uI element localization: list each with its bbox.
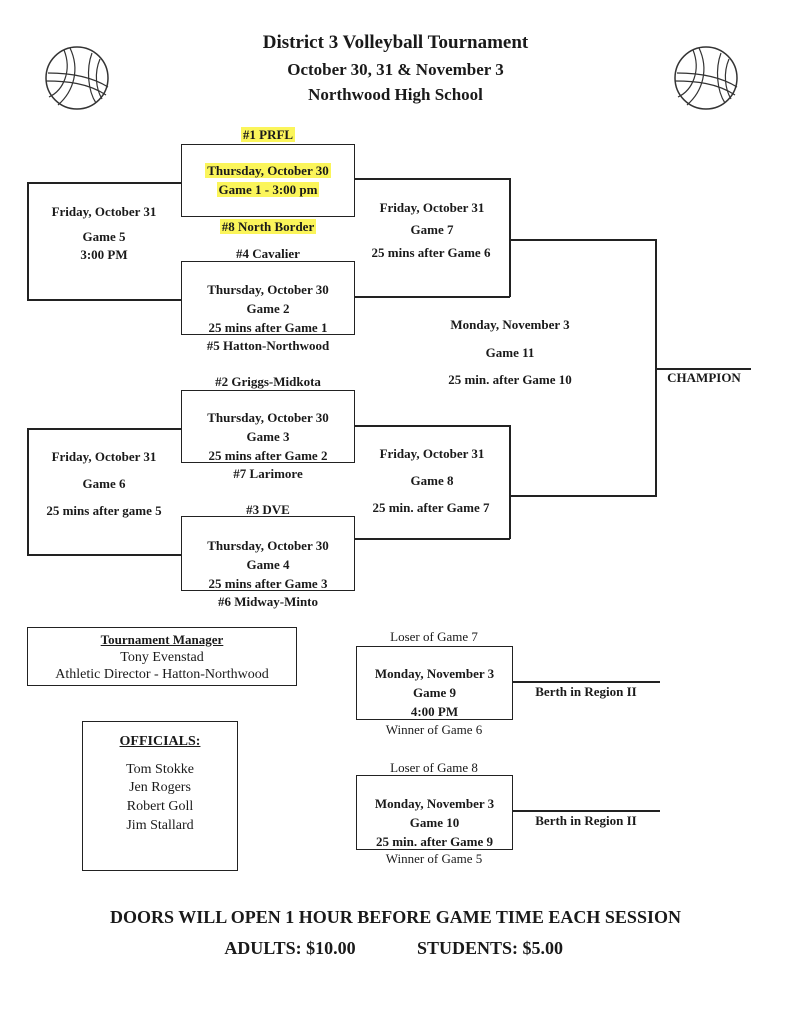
game-10-box	[356, 775, 513, 850]
game-4-time: 25 mins after Game 3	[208, 576, 328, 591]
official-name: Robert Goll	[126, 799, 194, 814]
seed-1: #1 PRFL	[240, 127, 296, 142]
game-9-bottom-entrant: Winner of Game 6	[385, 722, 483, 737]
seed-2: #2 Griggs-Midkota	[215, 374, 321, 389]
game-9-time: 4:00 PM	[410, 704, 459, 719]
doors-notice: DOORS WILL OPEN 1 HOUR BEFORE GAME TIME …	[110, 907, 681, 927]
game-11-label: Game 11	[485, 345, 535, 360]
game-4-box	[181, 516, 355, 591]
seed-6: #6 Midway-Minto	[217, 594, 319, 609]
game-1-box	[181, 144, 355, 217]
game-11-time: 25 min. after Game 10	[448, 372, 572, 387]
volleyball-right-icon	[674, 46, 738, 110]
game-10-top-entrant: Loser of Game 8	[390, 760, 478, 775]
official-name: Jim Stallard	[126, 818, 194, 833]
game-7-label: Game 7	[410, 222, 454, 237]
game-10-result: Berth in Region II	[535, 813, 637, 828]
game-3-day: Thursday, October 30	[207, 410, 329, 425]
champion-label: CHAMPION	[667, 370, 741, 385]
game-6-time: 25 mins after game 5	[46, 503, 162, 518]
seed-4: #4 Cavalier	[236, 246, 300, 261]
tournament-manager-box	[27, 627, 297, 686]
seed-7: #7 Larimore	[233, 466, 303, 481]
game-3-label: Game 3	[246, 429, 290, 444]
game-10-day: Monday, November 3	[374, 796, 495, 811]
game-3-time: 25 mins after Game 2	[208, 448, 328, 463]
game-2-time: 25 mins after Game 1	[208, 320, 328, 335]
game-7-day: Friday, October 31	[379, 200, 485, 215]
game-3-box	[181, 390, 355, 463]
game-1-label: Game 1 - 3:00 pm	[216, 182, 320, 197]
game-11-day: Monday, November 3	[450, 317, 570, 332]
manager-role: Athletic Director - Hatton-Northwood	[55, 667, 269, 682]
official-name: Jen Rogers	[129, 780, 191, 795]
tournament-venue: Northwood High School	[308, 85, 483, 104]
officials-box	[82, 721, 238, 871]
game-1-day: Thursday, October 30	[205, 163, 331, 178]
game-8-label: Game 8	[410, 473, 454, 488]
officials-heading: OFFICIALS:	[119, 734, 201, 749]
game-10-bottom-entrant: Winner of Game 5	[385, 851, 483, 866]
game-9-label: Game 9	[413, 685, 456, 700]
game-9-result: Berth in Region II	[535, 684, 637, 699]
game-6-day: Friday, October 31	[51, 449, 157, 464]
game-2-label: Game 2	[246, 301, 290, 316]
game-2-box	[181, 261, 355, 335]
game-9-top-entrant: Loser of Game 7	[390, 629, 478, 644]
seed-5: #5 Hatton-Northwood	[206, 338, 330, 353]
game-7-time: 25 mins after Game 6	[371, 245, 491, 260]
game-4-day: Thursday, October 30	[207, 538, 329, 553]
game-10-time: 25 min. after Game 9	[375, 834, 494, 849]
game-4-label: Game 4	[246, 557, 290, 572]
game-8-day: Friday, October 31	[379, 446, 485, 461]
game-8-time: 25 min. after Game 7	[372, 500, 490, 515]
adult-price: ADULTS: $10.00	[224, 938, 356, 958]
game-5-label: Game 5	[82, 229, 126, 244]
game-9-day: Monday, November 3	[374, 666, 495, 681]
seed-8: #8 North Border	[219, 219, 317, 234]
game-5-time: 3:00 PM	[80, 247, 128, 262]
tournament-dates: October 30, 31 & November 3	[287, 60, 504, 79]
game-5-day: Friday, October 31	[51, 204, 157, 219]
game-6-label: Game 6	[82, 476, 126, 491]
official-name: Tom Stokke	[126, 762, 194, 777]
manager-name: Tony Evenstad	[120, 650, 204, 665]
student-price: STUDENTS: $5.00	[416, 938, 564, 958]
volleyball-left-icon	[45, 46, 109, 110]
page-title: District 3 Volleyball Tournament	[262, 32, 529, 53]
game-9-box	[356, 646, 513, 720]
game-2-day: Thursday, October 30	[207, 282, 329, 297]
manager-heading: Tournament Manager	[100, 632, 224, 647]
game-10-label: Game 10	[409, 815, 460, 830]
seed-3: #3 DVE	[246, 502, 290, 517]
